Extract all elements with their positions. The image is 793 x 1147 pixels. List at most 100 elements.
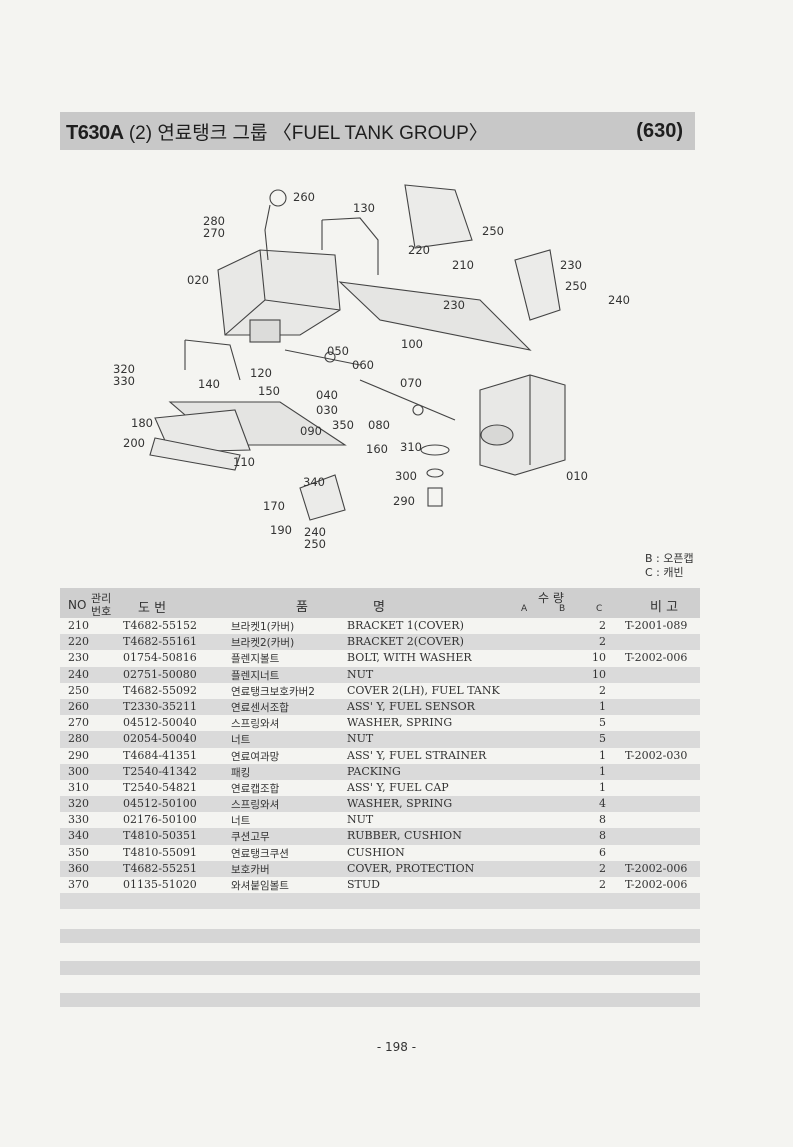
header-name-a: 품 bbox=[296, 600, 308, 615]
cell-korean-name: 플렌지볼트 bbox=[231, 653, 280, 666]
cell-part-number: T4682-55152 bbox=[123, 619, 198, 632]
legend-c: C : 캐빈 bbox=[645, 566, 684, 579]
cell-quantity: 2 bbox=[599, 683, 606, 697]
cell-no: 260 bbox=[68, 699, 89, 713]
cell-english-name: RUBBER, CUSHION bbox=[347, 829, 462, 843]
cell-remark: T-2002-006 bbox=[625, 861, 688, 875]
cell-part-number: 02054-50040 bbox=[123, 732, 197, 746]
callout-label: 160 bbox=[366, 442, 388, 456]
cell-part-number: T4682-55251 bbox=[123, 861, 198, 875]
cell-english-name: ASS' Y, FUEL SENSOR bbox=[347, 699, 475, 713]
legend-b: B : 오픈캡 bbox=[645, 552, 694, 565]
header-qty-b: B bbox=[559, 604, 566, 614]
cell-korean-name: 플렌지너트 bbox=[231, 669, 280, 682]
cell-part-number: T2540-41342 bbox=[123, 764, 198, 778]
group-code: (630) bbox=[636, 119, 683, 142]
diagram-svg: 260 280 270 130 250 220 210 230 250 240 … bbox=[113, 184, 630, 551]
group-header: T630A (2) 연료탱크 그룹 〈FUEL TANK GROUP〉 (630… bbox=[60, 112, 695, 150]
callout-label: 250 bbox=[482, 224, 504, 238]
cell-no: 220 bbox=[68, 635, 89, 649]
header-mgmt-top: 관리 bbox=[91, 592, 112, 605]
cell-english-name: ASS' Y, FUEL STRAINER bbox=[347, 748, 487, 762]
cell-korean-name: 스프링와셔 bbox=[231, 799, 280, 812]
cell-no: 300 bbox=[68, 764, 89, 778]
cell-part-number: 04512-50040 bbox=[123, 716, 197, 730]
cell-no: 270 bbox=[68, 716, 89, 730]
callout-label: 070 bbox=[400, 376, 422, 390]
cell-part-number: T4684-41351 bbox=[123, 748, 198, 762]
cell-remark: T-2002-006 bbox=[625, 651, 688, 665]
callout-label: 240 bbox=[608, 293, 630, 307]
cell-english-name: WASHER, SPRING bbox=[347, 797, 453, 811]
callout-label: 220 bbox=[408, 243, 430, 257]
callout-label: 030 bbox=[316, 403, 338, 417]
model-code: T630A bbox=[66, 121, 124, 144]
callout-label: 250 bbox=[565, 279, 587, 293]
callout-label: 170 bbox=[263, 499, 285, 513]
cell-part-number: T2330-35211 bbox=[123, 699, 198, 713]
header-mgmt-bottom: 번호 bbox=[91, 605, 112, 618]
callout-label: 320 bbox=[113, 362, 135, 376]
callout-label: 280 bbox=[203, 214, 225, 228]
cell-english-name: CUSHION bbox=[347, 845, 405, 859]
cell-quantity: 2 bbox=[599, 861, 606, 875]
callout-label: 200 bbox=[123, 436, 145, 450]
cell-korean-name: 너트 bbox=[231, 734, 251, 747]
cell-english-name: BRACKET 1(COVER) bbox=[347, 619, 464, 632]
cell-english-name: NUT bbox=[347, 813, 374, 827]
cell-korean-name: 브라켓1(카버) bbox=[231, 621, 295, 633]
header-qty-c: C bbox=[596, 604, 603, 614]
header-no: NO bbox=[68, 598, 87, 612]
cell-part-number: T4810-55091 bbox=[123, 845, 198, 859]
callout-label: 350 bbox=[332, 418, 354, 432]
cell-no: 230 bbox=[68, 651, 89, 665]
cell-part-number: 02751-50080 bbox=[123, 667, 197, 681]
cell-no: 350 bbox=[68, 845, 89, 859]
header-qty-a: A bbox=[521, 604, 528, 614]
legend: B : 오픈캡 C : 캐빈 bbox=[645, 552, 694, 580]
cell-quantity: 2 bbox=[599, 619, 606, 632]
cell-korean-name: 연료탱크보호카버2 bbox=[231, 685, 315, 698]
cell-part-number: T4682-55092 bbox=[123, 683, 198, 697]
cell-korean-name: 쿠션고무 bbox=[231, 831, 270, 844]
cell-english-name: COVER, PROTECTION bbox=[347, 861, 475, 875]
cell-no: 310 bbox=[68, 780, 89, 794]
cell-quantity: 5 bbox=[599, 716, 606, 730]
callout-label: 180 bbox=[131, 416, 153, 430]
cell-korean-name: 스프링와셔 bbox=[231, 718, 280, 731]
table-header: NO 관리 번호 도 번 품 명 수 량 A B C 비 고 bbox=[60, 588, 700, 618]
group-title: T630A (2) 연료탱크 그룹 〈FUEL TANK GROUP〉 bbox=[66, 118, 488, 145]
cell-quantity: 2 bbox=[599, 878, 606, 891]
empty-row-band bbox=[60, 993, 700, 1007]
cell-english-name: COVER 2(LH), FUEL TANK bbox=[347, 683, 500, 697]
cell-korean-name: 연료센서조합 bbox=[231, 701, 289, 714]
cell-quantity: 1 bbox=[599, 780, 606, 794]
cell-korean-name: 와셔붙임볼트 bbox=[231, 880, 289, 892]
callout-label: 060 bbox=[352, 358, 374, 372]
cell-part-number: 01135-51020 bbox=[123, 878, 197, 891]
cell-english-name: ASS' Y, FUEL CAP bbox=[347, 780, 449, 794]
cell-remark: T-2002-030 bbox=[625, 748, 688, 762]
cell-quantity: 8 bbox=[599, 829, 606, 843]
cell-no: 370 bbox=[68, 878, 89, 891]
cell-part-number: T4810-50351 bbox=[123, 829, 198, 843]
cell-no: 330 bbox=[68, 813, 89, 827]
callout-label: 040 bbox=[316, 388, 338, 402]
header-part-no: 도 번 bbox=[138, 601, 167, 616]
callout-label: 010 bbox=[566, 469, 588, 483]
exploded-parts-diagram: 260 280 270 130 250 220 210 230 250 240 … bbox=[60, 170, 700, 560]
cell-part-number: T4682-55161 bbox=[123, 635, 198, 649]
cell-part-number: 01754-50816 bbox=[123, 651, 197, 665]
